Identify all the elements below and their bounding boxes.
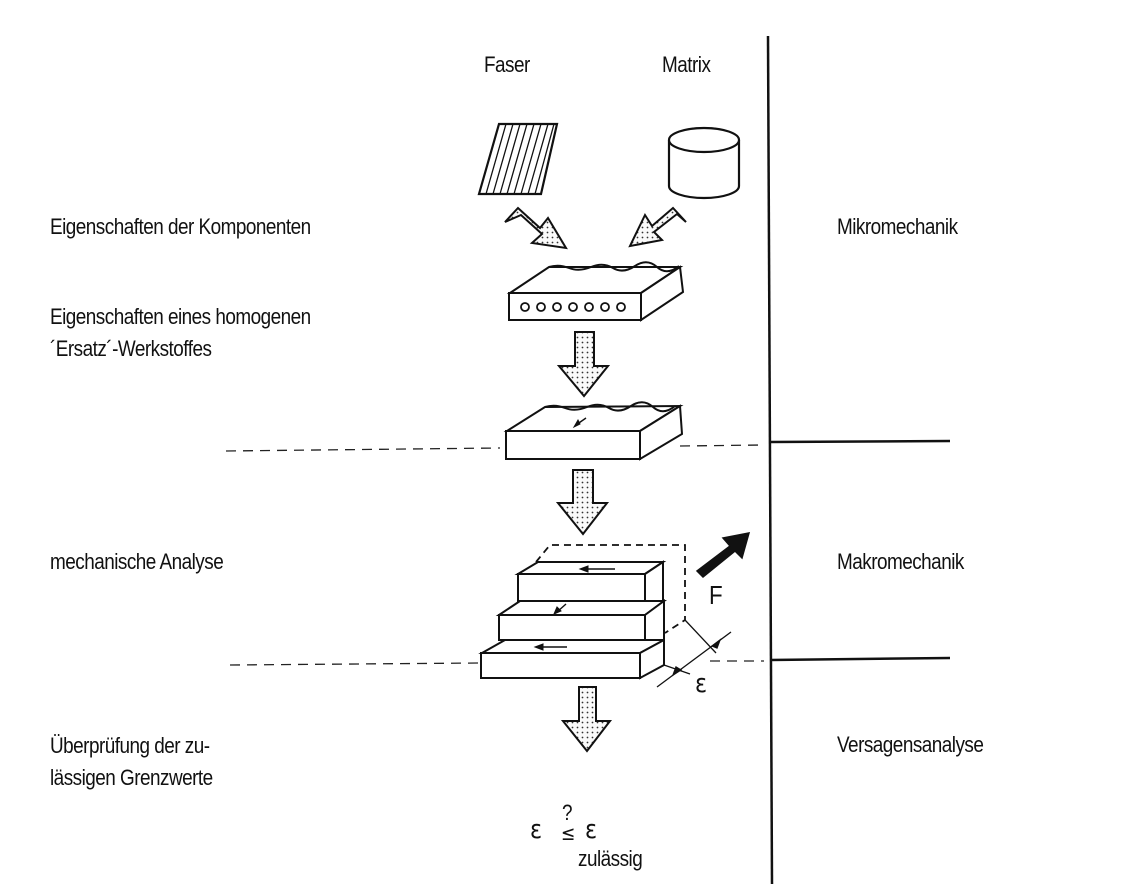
allowable-subscript: zulässig <box>578 846 643 871</box>
arrow-down-2-icon <box>555 469 610 536</box>
inequality-question-mark: ? <box>562 800 573 825</box>
matrix-icon <box>667 126 741 200</box>
vertical-divider <box>766 35 774 885</box>
strain-symbol: ε <box>695 669 707 699</box>
homogeneous-lamina-icon <box>503 401 684 461</box>
composite-lamina-icon <box>506 261 685 322</box>
arrow-matrix-to-composite-icon <box>628 206 687 248</box>
dashed-line-1b <box>679 444 765 447</box>
mechanical-analysis-label: mechanische Analyse <box>50 549 224 574</box>
homogeneous-properties-label-line1: Eigenschaften eines homogenen <box>50 304 311 329</box>
component-properties-label: Eigenschaften der Komponenten <box>50 214 311 239</box>
check-limits-label-line2: lässigen Grenzwerte <box>50 765 213 790</box>
macromechanics-label: Makromechanik <box>837 549 964 574</box>
failure-analysis-label: Versagensanalyse <box>837 732 984 757</box>
micromechanics-label: Mikromechanik <box>837 214 958 239</box>
check-limits-label-line1: Überprüfung der zu- <box>50 733 210 758</box>
section-separator-1 <box>769 439 951 444</box>
force-arrow-icon <box>695 532 751 579</box>
dashed-line-1 <box>225 447 501 452</box>
strain-dimension-icon <box>656 619 732 688</box>
fiber-icon <box>477 122 559 196</box>
laminate-stack-icon <box>478 544 686 680</box>
inequality-epsilon-right: ε <box>585 815 597 845</box>
fiber-label: Faser <box>484 52 530 77</box>
inequality-operator: ≤ <box>561 821 575 845</box>
inequality-epsilon-left: ε <box>530 815 542 845</box>
homogeneous-properties-label-line2: ´Ersatz´-Werkstoffes <box>50 336 212 361</box>
arrow-down-3-icon <box>560 686 613 753</box>
section-separator-2 <box>769 656 951 662</box>
arrow-fiber-to-composite-icon <box>504 206 568 250</box>
force-symbol: F <box>709 580 723 610</box>
arrow-down-1-icon <box>556 331 611 398</box>
dashed-line-2 <box>229 662 481 666</box>
matrix-label: Matrix <box>662 52 711 77</box>
